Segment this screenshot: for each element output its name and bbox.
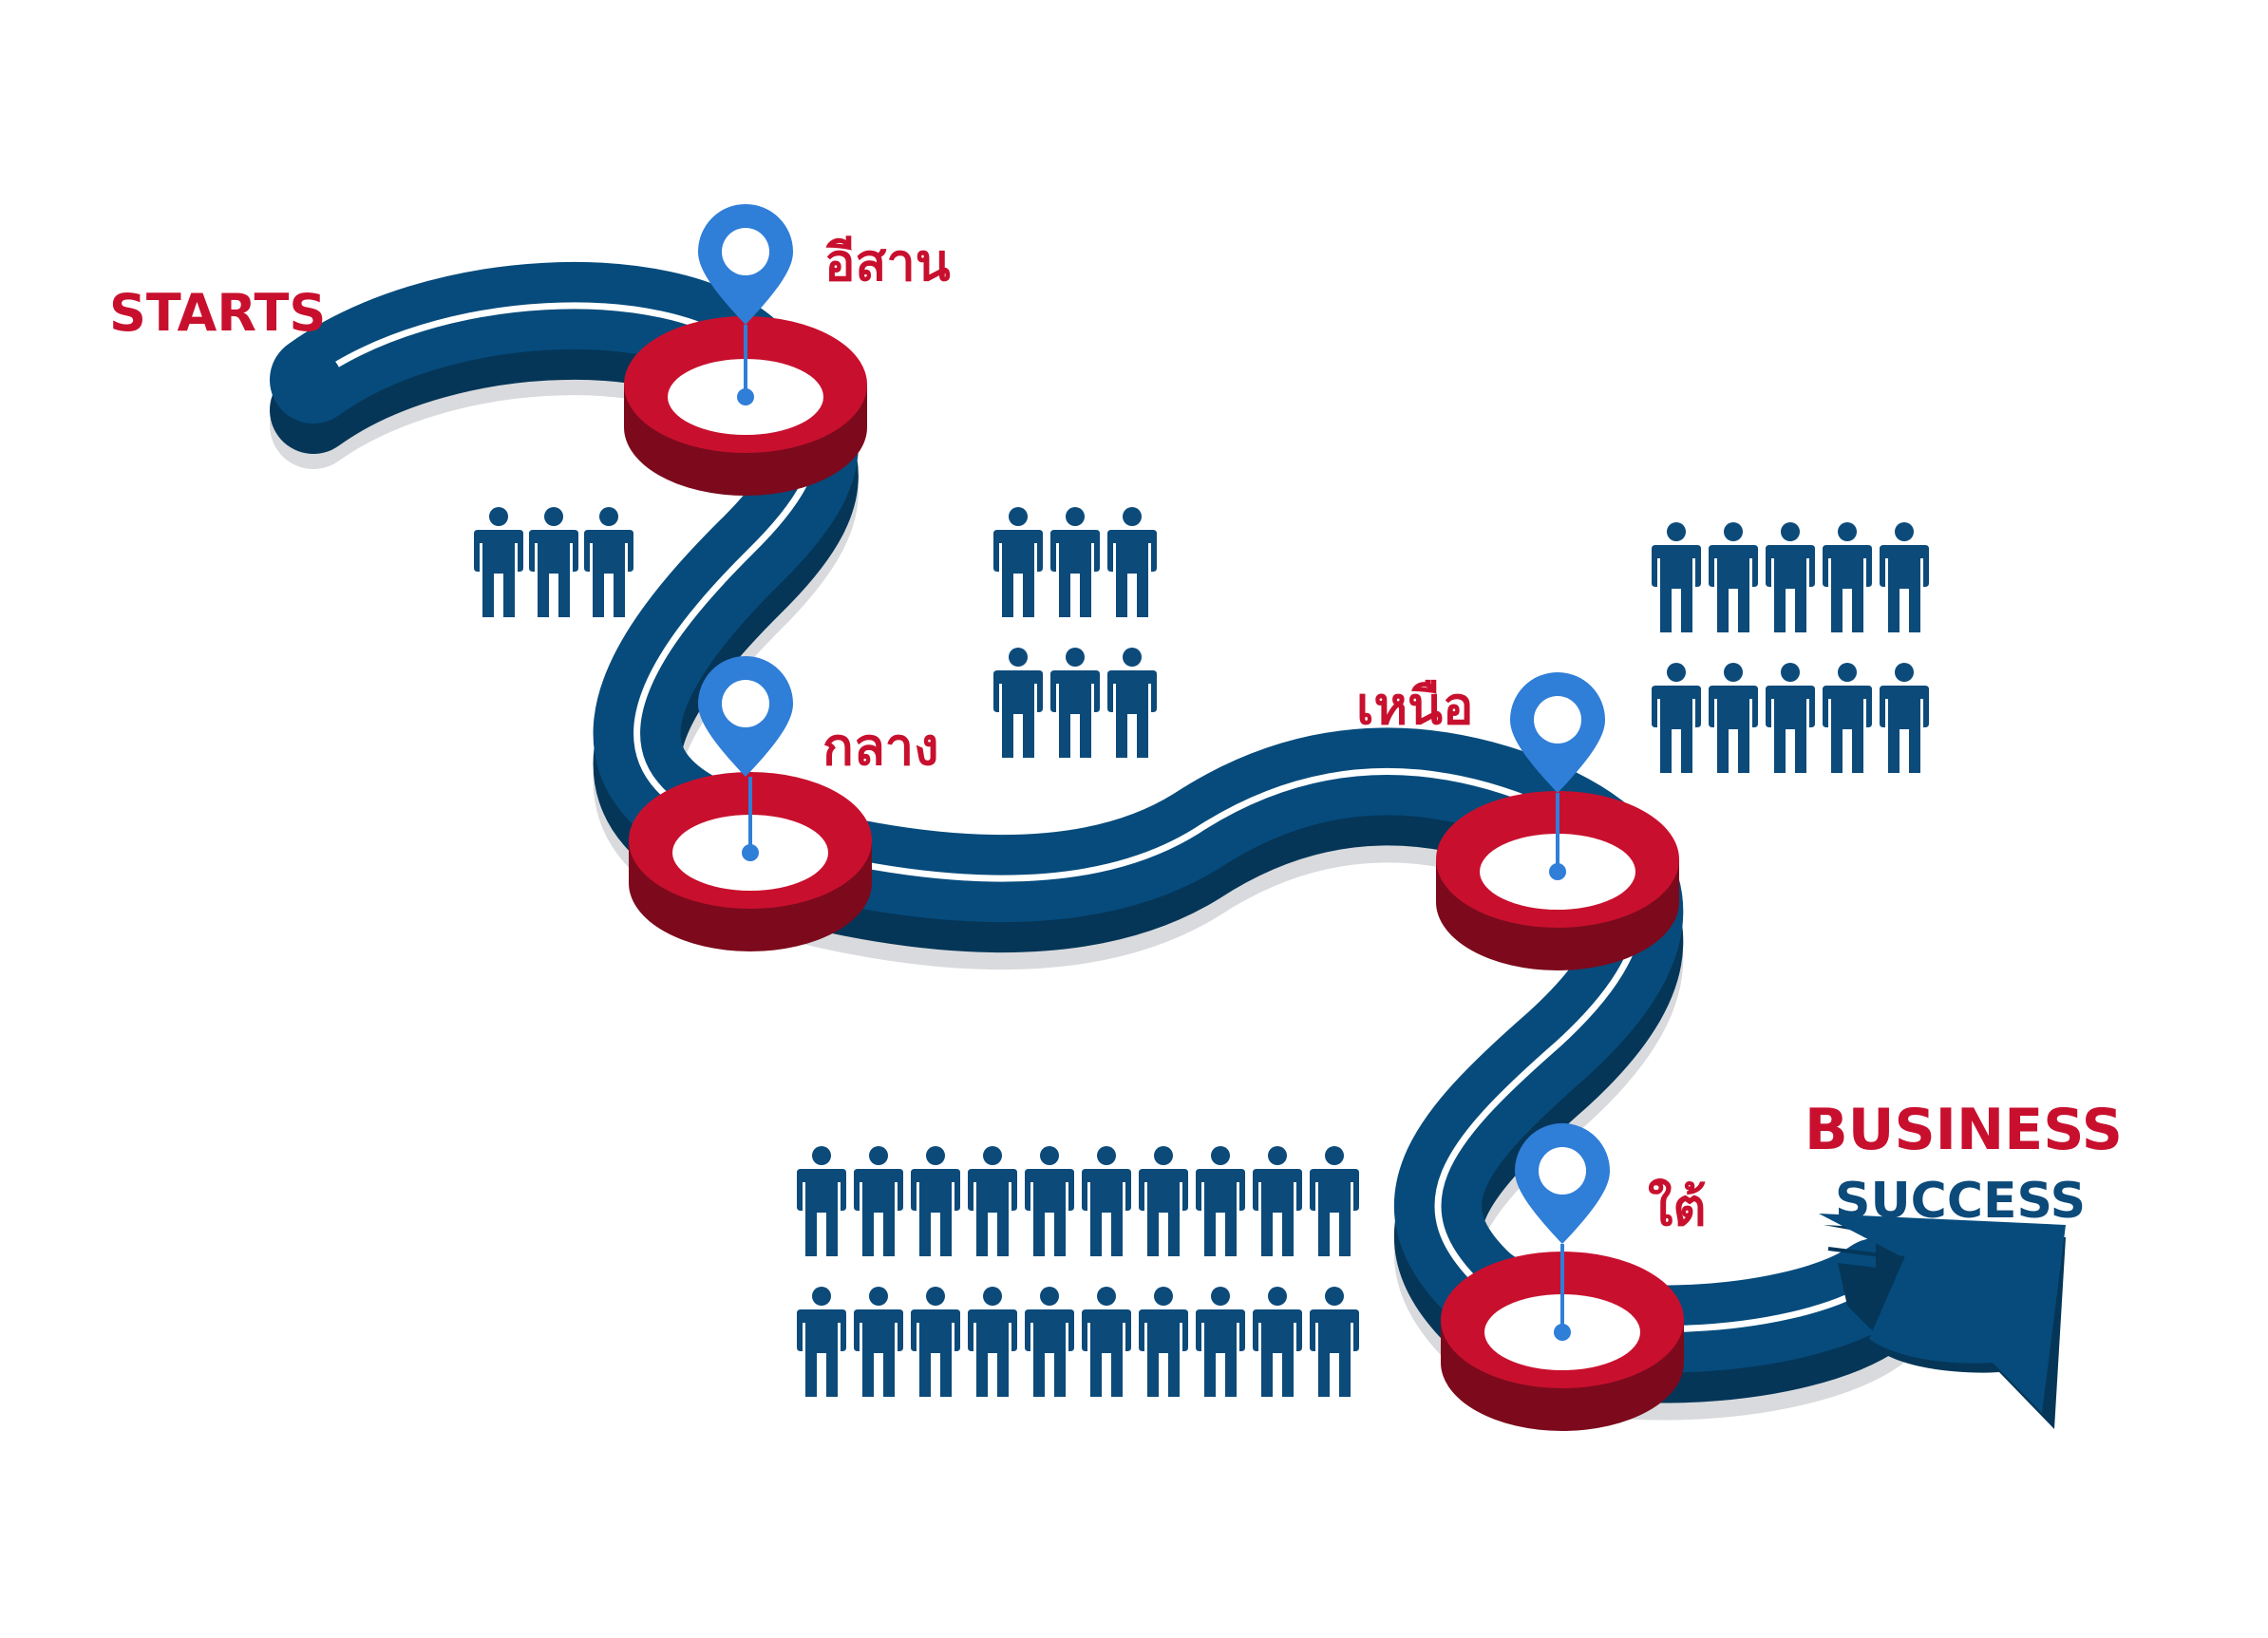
person-icon [1310, 1287, 1359, 1397]
person-icon [993, 648, 1043, 758]
location-pin-icon [1515, 1122, 1611, 1341]
person-icon [1107, 648, 1157, 758]
person-icon [474, 507, 523, 617]
person-icon [993, 507, 1043, 617]
stop-label-3: เหนือ [1356, 676, 1473, 736]
person-icon [1253, 1146, 1302, 1256]
end-label-business: BUSINESS [1805, 1097, 2123, 1163]
person-icon [1025, 1287, 1074, 1397]
person-icon [1107, 507, 1157, 617]
person-icon [1880, 522, 1929, 632]
person-icon [1823, 522, 1872, 632]
person-icon [968, 1287, 1017, 1397]
person-icon [1709, 522, 1758, 632]
start-label: STARTS [109, 283, 326, 343]
person-icon [1082, 1287, 1131, 1397]
end-label-success: SUCCESS [1835, 1173, 2086, 1230]
location-pin-icon [1510, 672, 1605, 880]
person-icon [911, 1287, 960, 1397]
person-icon [1652, 663, 1701, 773]
person-icon [854, 1287, 903, 1397]
stop-label-2: กลาง [822, 717, 938, 777]
person-icon [1139, 1287, 1188, 1397]
person-icon [968, 1146, 1017, 1256]
person-icon [1050, 507, 1100, 617]
location-pin-icon [698, 655, 794, 861]
stop-label-4: ใต้ [1648, 1177, 1706, 1237]
stop-label-1: อีสาน [824, 233, 951, 292]
people-group-2 [993, 507, 1157, 758]
person-icon [1766, 522, 1815, 632]
person-icon [911, 1146, 960, 1256]
person-icon [1025, 1146, 1074, 1256]
person-icon [1196, 1146, 1245, 1256]
person-icon [797, 1146, 846, 1256]
people-group-4 [797, 1146, 1359, 1397]
winding-road [270, 261, 2066, 1429]
person-icon [529, 507, 578, 617]
person-icon [797, 1287, 846, 1397]
person-icon [1196, 1287, 1245, 1397]
person-icon [584, 507, 633, 617]
arrow-icon [1819, 1214, 2066, 1429]
people-group-1 [474, 507, 633, 617]
person-icon [854, 1146, 903, 1256]
person-icon [1139, 1146, 1188, 1256]
person-icon [1253, 1287, 1302, 1397]
location-pin-icon [698, 203, 794, 405]
people-group-3 [1652, 522, 1929, 773]
person-icon [1766, 663, 1815, 773]
person-icon [1082, 1146, 1131, 1256]
person-icon [1823, 663, 1872, 773]
person-icon [1709, 663, 1758, 773]
person-icon [1880, 663, 1929, 773]
person-icon [1050, 648, 1100, 758]
person-icon [1310, 1146, 1359, 1256]
person-icon [1652, 522, 1701, 632]
